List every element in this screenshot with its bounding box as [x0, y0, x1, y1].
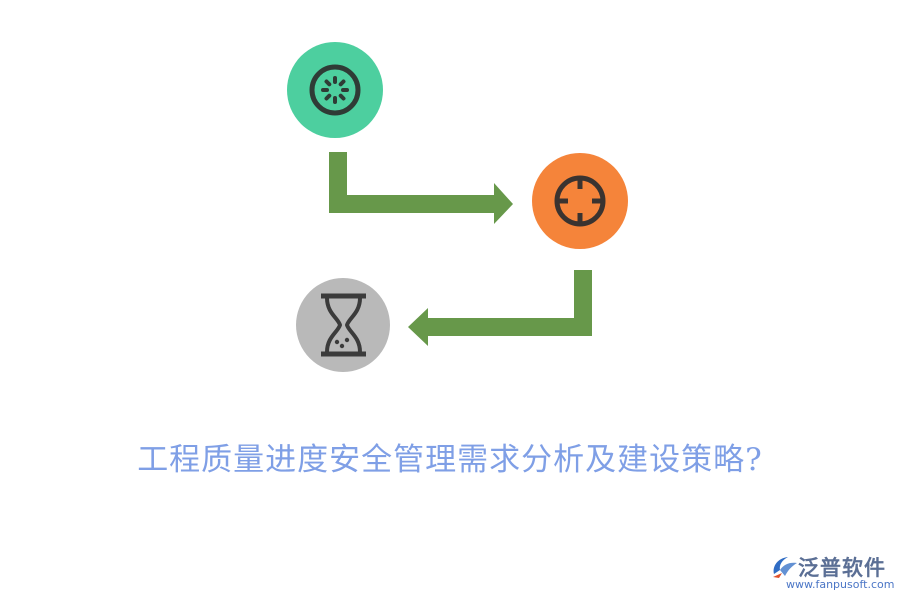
arrow-node2-to-node3 — [408, 270, 592, 346]
node-3 — [296, 278, 390, 372]
node-1-circle — [287, 42, 383, 138]
logo-mark-icon — [773, 557, 797, 578]
brand-logo: 泛普软件 www.fanpusoft.com — [766, 550, 895, 594]
target-crosshair-icon — [554, 175, 606, 227]
node-2-circle — [532, 153, 628, 249]
arrow-node1-to-node2 — [329, 152, 513, 224]
loading-spinner-icon — [309, 64, 361, 116]
node-3-circle — [296, 278, 390, 372]
node-2 — [532, 153, 628, 249]
diagram-title: 工程质量进度安全管理需求分析及建设策略? — [137, 442, 763, 478]
node-1 — [287, 42, 383, 138]
hourglass-icon — [321, 293, 366, 357]
logo-url: www.fanpusoft.com — [786, 578, 895, 591]
logo-name: 泛普软件 — [798, 556, 886, 580]
